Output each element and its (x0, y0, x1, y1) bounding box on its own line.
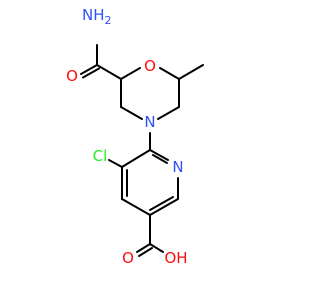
bond-c5-n (157, 106, 180, 120)
bond-c2-n1-inner (152, 154, 168, 164)
atom-o-carbonyl: O (66, 67, 78, 85)
bond-c6-c5-inner (149, 196, 174, 211)
atom-n-pyridine: N (172, 158, 183, 176)
structure-canvas: NH2 O O N N Cl O OH (66, 6, 204, 267)
bond-c-c2 (96, 64, 122, 80)
bond-c-o-acid-a (136, 243, 151, 253)
atom-oh: OH (164, 249, 187, 267)
bond-c5-c4 (121, 198, 151, 216)
atom-o-acid: O (122, 249, 134, 267)
atom-labels: NH2 O O N N Cl O OH (66, 6, 187, 267)
bond-c-o-carbonyl-a (80, 64, 98, 75)
bond-c3-c2 (121, 149, 151, 168)
bond-c-oh (149, 243, 164, 253)
bond-c2-n1 (149, 149, 169, 161)
atom-n-ring: N (144, 113, 155, 131)
bond-c3-cl (108, 159, 123, 168)
atom-cl: Cl (93, 147, 108, 165)
chemical-structure: NH2 O O N N Cl O OH (66, 6, 204, 267)
bond-c6-methyl (178, 64, 204, 80)
atom-nh2: NH2 (82, 6, 112, 27)
bond-n-c3 (120, 106, 143, 120)
bond-c6-c5 (149, 198, 179, 216)
bonds (80, 44, 204, 257)
atom-o-ring: O (144, 57, 156, 75)
bond-o-c6 (159, 67, 180, 80)
bond-c-o-carbonyl-b (82, 67, 100, 79)
bond-c2-o (120, 67, 141, 80)
bond-c-o-acid-b (138, 247, 153, 257)
